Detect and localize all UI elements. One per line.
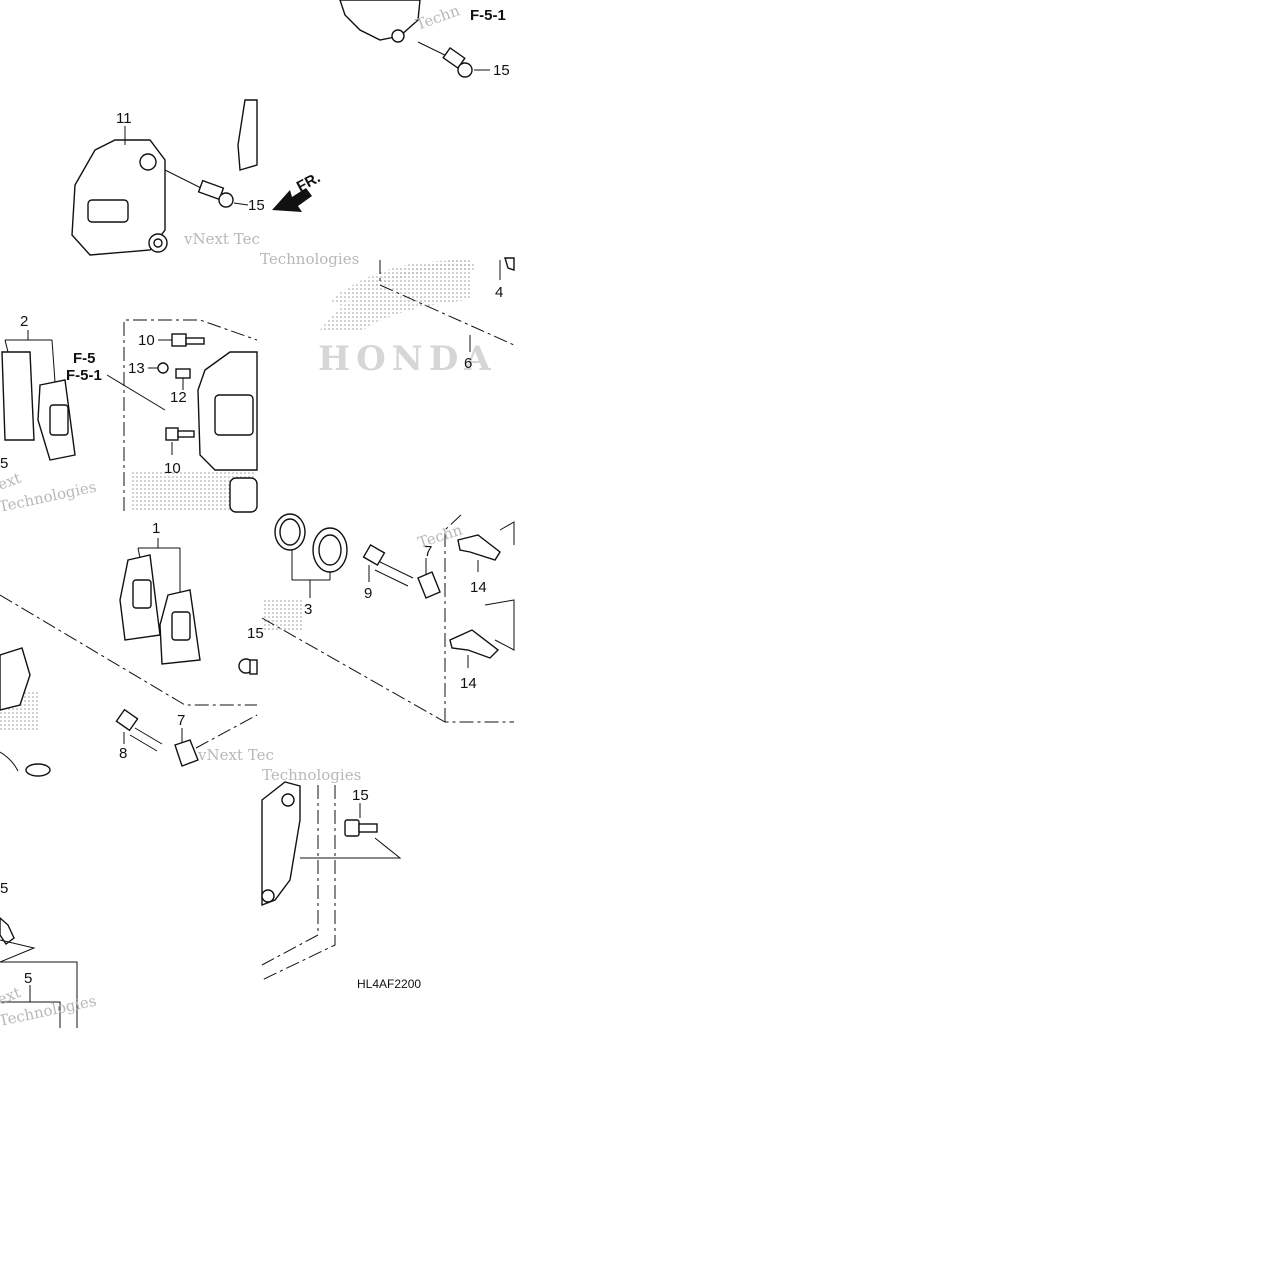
watermark-text: vNext Tec — [197, 746, 274, 764]
brake-pad-1 — [119, 554, 201, 665]
callout-11: 11 — [116, 110, 132, 127]
caliper-bracket — [261, 781, 301, 907]
bolt-15-left — [164, 169, 234, 208]
bolt-10-upper — [171, 333, 205, 347]
callout-9: 9 — [364, 585, 372, 602]
caliper-body-middle — [197, 351, 258, 513]
watermark-text: Technologies — [262, 766, 361, 784]
callout-15-partial: 15 — [247, 625, 264, 642]
callout-4: 4 — [495, 284, 503, 301]
front-arrow-label: FR. — [294, 169, 323, 195]
callout-15: 15 — [493, 62, 510, 79]
cap-13 — [157, 362, 169, 374]
shading-area — [262, 600, 302, 632]
callout-7: 7 — [177, 712, 185, 729]
honda-logo-text: HONDA — [318, 339, 497, 379]
ref-label-f5-1: F-5-1 — [66, 367, 102, 384]
bolt-15-top — [442, 46, 473, 78]
watermark-text: Techn — [413, 1, 462, 34]
watermark-text: ext — [0, 469, 23, 494]
guide-pin-9 — [362, 543, 414, 587]
callout-10: 10 — [164, 460, 181, 477]
bolt-10-lower — [165, 427, 195, 441]
callout-14: 14 — [460, 675, 477, 692]
pad-clip-14-upper — [457, 534, 501, 561]
ref-label-f5: F-5 — [73, 350, 96, 367]
callout-8: 8 — [119, 745, 127, 762]
watermark-text: vNext Tec — [183, 230, 260, 248]
bolt-5-fragment — [0, 917, 15, 946]
watermark-text: ext — [0, 983, 23, 1008]
callout-13: 13 — [128, 360, 145, 377]
brake-pad-2 — [1, 351, 76, 461]
callout-10: 10 — [138, 332, 155, 349]
boot-7-upper — [417, 571, 441, 599]
bolt-15-mid — [238, 658, 258, 675]
watermark-text: Techn — [416, 521, 465, 552]
front-direction-arrow: FR. — [272, 169, 323, 212]
bolt-15-lower — [344, 819, 378, 837]
callout-3: 3 — [304, 601, 312, 618]
diagram-code: HL4AF2200 — [357, 977, 421, 991]
callout-6: 6 — [464, 355, 472, 372]
pad-clip-14-lower — [449, 629, 500, 659]
callout-1: 1 — [152, 520, 160, 537]
callout-2: 2 — [20, 313, 28, 330]
piston-seals-3 — [274, 513, 348, 573]
callout-15: 15 — [352, 787, 369, 804]
callout-5: 5 — [0, 880, 8, 897]
guide-pin-8 — [115, 708, 163, 752]
caliper-top-fragment — [339, 0, 490, 78]
screw-12 — [175, 368, 191, 379]
ref-label-f5-1: F-5-1 — [470, 7, 506, 24]
boot-7-lower — [174, 739, 199, 767]
callout-14: 14 — [470, 579, 487, 596]
callout-15-partial: 15 — [248, 197, 265, 214]
callout-5: 5 — [24, 970, 32, 987]
callout-12: 12 — [170, 389, 187, 406]
callout-5: 5 — [0, 455, 8, 472]
watermark-text: Technologies — [260, 250, 359, 268]
honda-logo-watermark: HONDA — [318, 258, 497, 379]
callout-7: 7 — [424, 543, 432, 560]
caliper-11 — [71, 99, 258, 256]
